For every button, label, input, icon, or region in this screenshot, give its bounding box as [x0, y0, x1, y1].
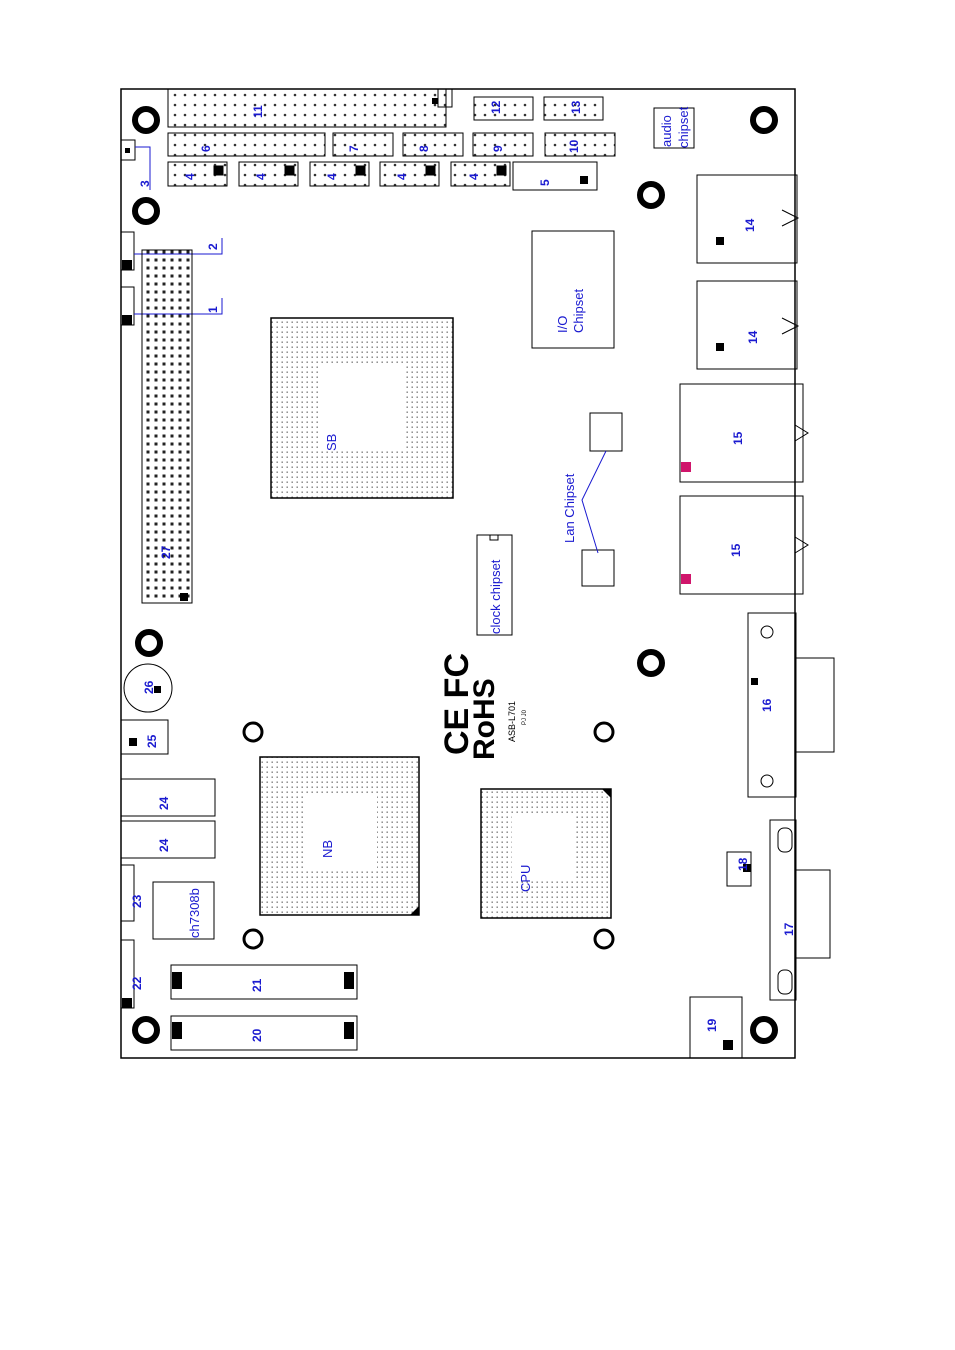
- label-16: 16: [760, 698, 774, 712]
- header-23: [120, 864, 135, 922]
- sb-chip: [270, 317, 454, 499]
- port-14-b: [696, 280, 800, 370]
- label-18: 18: [736, 857, 750, 871]
- label-5: 5: [538, 179, 552, 186]
- nb-label: NB: [320, 840, 335, 858]
- rohs-mark: RoHS: [468, 678, 501, 760]
- label-9: 9: [491, 145, 505, 152]
- label-7: 7: [347, 145, 361, 152]
- label-12: 12: [489, 100, 503, 114]
- cpu-label: CPU: [518, 865, 533, 892]
- label-4-b: 4: [254, 173, 268, 180]
- audio-label-line2: chipset: [676, 106, 691, 148]
- label-4-e: 4: [467, 173, 481, 180]
- board-outline: [120, 88, 796, 1059]
- connector-10: [544, 132, 616, 157]
- port-15-a: [679, 383, 809, 483]
- label-15-a: 15: [731, 431, 745, 445]
- header-22: [120, 939, 135, 1009]
- connector-27: [141, 249, 193, 604]
- label-14-a: 14: [743, 218, 757, 232]
- connector-3: [120, 139, 151, 190]
- lan-label: Lan Chipset: [562, 473, 577, 543]
- io-label-line1: I/O: [555, 316, 570, 333]
- sata-24-a: [120, 778, 216, 817]
- label-4-d: 4: [395, 173, 409, 180]
- label-27: 27: [159, 545, 173, 559]
- label-2: 2: [206, 243, 220, 250]
- version-mark: PJ J0: [522, 709, 528, 725]
- label-4-c: 4: [325, 173, 339, 180]
- label-23: 23: [130, 894, 144, 908]
- connector-12: [473, 96, 534, 121]
- port-15-b: [679, 495, 809, 595]
- sb-label: SB: [324, 434, 339, 451]
- label-24-a: 24: [157, 796, 171, 810]
- label-26: 26: [142, 680, 156, 694]
- sata-24-b: [120, 820, 216, 859]
- connector-6: [167, 132, 326, 157]
- label-13: 13: [569, 100, 583, 114]
- connector-13: [543, 96, 604, 121]
- port-17: [769, 819, 831, 1001]
- label-21: 21: [250, 978, 264, 992]
- label-11: 11: [251, 105, 265, 118]
- io-label-line2: Chipset: [571, 289, 586, 333]
- audio-label-line1: audio: [659, 115, 674, 147]
- connector-11: [167, 88, 453, 128]
- memory-slot-21: [170, 964, 358, 1000]
- label-22: 22: [130, 976, 144, 990]
- audio-chip: [653, 107, 695, 149]
- connector-9: [472, 132, 534, 157]
- port-16-vga: [747, 612, 835, 798]
- connector-5: [512, 161, 598, 191]
- connector-7: [332, 132, 394, 157]
- label-19: 19: [705, 1018, 719, 1032]
- clock-label: clock chipset: [488, 559, 503, 634]
- mounting-holes: [132, 106, 778, 1044]
- connector-4-group: [167, 161, 511, 187]
- label-10: 10: [567, 139, 581, 153]
- certification-logos: CE FC: [438, 653, 476, 755]
- label-14-b: 14: [746, 330, 760, 344]
- clock-chip: [476, 534, 513, 636]
- model-mark: ASB-L701: [507, 701, 517, 742]
- label-15-b: 15: [729, 543, 743, 557]
- label-24-b: 24: [157, 838, 171, 852]
- lan-chip: [581, 412, 623, 587]
- cpu-chip: [480, 788, 612, 919]
- label-8: 8: [417, 145, 431, 152]
- label-17: 17: [782, 922, 796, 936]
- connector-18: [726, 851, 752, 887]
- battery-26: [123, 663, 173, 713]
- label-4-a: 4: [183, 173, 197, 180]
- label-3: 3: [138, 180, 152, 187]
- label-25: 25: [145, 734, 159, 748]
- connector-8: [402, 132, 464, 157]
- label-6: 6: [199, 145, 213, 152]
- connector-25: [120, 719, 169, 755]
- port-14-a: [696, 174, 800, 264]
- ce-fc-logo: CE FC: [438, 653, 476, 755]
- label-1: 1: [206, 306, 220, 313]
- memory-slot-20: [170, 1015, 358, 1051]
- ch7308-chip: [152, 881, 215, 940]
- ch7308-label: ch7308b: [187, 888, 202, 938]
- nb-chip: [259, 756, 420, 916]
- connector-19: [689, 996, 743, 1059]
- label-20: 20: [250, 1028, 264, 1042]
- io-chip: [531, 230, 615, 349]
